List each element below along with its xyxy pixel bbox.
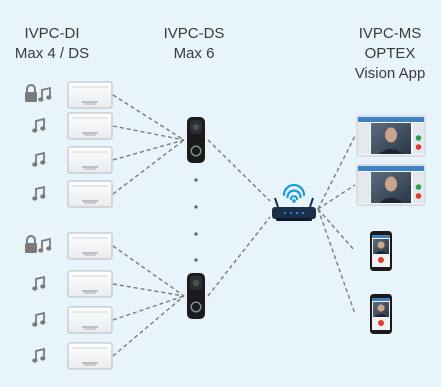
di-title-line1: IVPC-DI — [24, 25, 80, 42]
hangup-button — [378, 320, 384, 326]
answer-button — [415, 184, 422, 190]
caller-face — [385, 176, 397, 192]
indoor-unit — [67, 146, 113, 174]
indoor-unit — [67, 81, 113, 109]
indoor-unit — [67, 232, 113, 260]
music-note-icon — [32, 311, 46, 327]
call-button — [190, 301, 202, 313]
indoor-unit-body — [67, 180, 113, 208]
di-column-title: IVPC-DI Max 4 / DS — [6, 24, 98, 64]
dashed-connector — [112, 295, 185, 321]
caller-body — [379, 198, 403, 203]
wifi-icon — [282, 183, 306, 203]
app-header-bar — [372, 235, 390, 238]
ellipsis-dot — [194, 178, 198, 182]
indoor-unit-body — [67, 146, 113, 174]
dashed-connector — [207, 139, 271, 202]
caller-body — [379, 149, 403, 154]
camera-lens — [192, 123, 200, 131]
ms-title-line3: Vision App — [354, 65, 426, 82]
dashed-connector — [112, 94, 185, 141]
router — [272, 197, 316, 221]
indoor-unit — [67, 180, 113, 208]
music-note-icon — [32, 151, 46, 167]
call-button — [190, 145, 202, 157]
indoor-unit-body — [67, 270, 113, 298]
side-panel — [358, 123, 370, 154]
caller-body — [375, 251, 387, 254]
app-header-bar — [358, 117, 424, 122]
caller-face — [385, 127, 397, 143]
caller-body — [375, 314, 387, 317]
dashed-connector — [317, 135, 356, 210]
monitor-app-screen — [356, 164, 426, 206]
antenna — [274, 197, 279, 208]
dashed-connector — [112, 139, 185, 195]
music-note-icon — [32, 347, 46, 363]
music-note-icon — [32, 185, 46, 201]
ds-column-title: IVPC-DS Max 6 — [148, 24, 240, 64]
dashed-connector — [317, 208, 356, 315]
dashed-connector — [207, 216, 271, 297]
dashed-connector — [112, 139, 185, 161]
dashed-connector — [317, 208, 356, 252]
door-station — [187, 117, 205, 163]
ms-title-line2: OPTEX — [364, 45, 416, 62]
ds-title-line1: IVPC-DS — [163, 25, 225, 42]
antenna — [309, 197, 314, 208]
indoor-unit — [67, 342, 113, 370]
door-station — [187, 273, 205, 319]
dashed-connector — [112, 245, 185, 297]
hangup-button — [415, 144, 422, 150]
app-header-bar — [358, 166, 424, 171]
ds-title-line2: Max 6 — [173, 45, 215, 62]
hangup-button — [415, 193, 422, 199]
ms-column-title: IVPC-MS OPTEX Vision App — [340, 24, 440, 84]
music-note-icon — [32, 275, 46, 291]
indoor-unit — [67, 306, 113, 334]
caller-face — [377, 241, 385, 249]
dashed-connector — [112, 283, 185, 297]
side-panel — [358, 172, 370, 203]
group-bottom — [67, 232, 113, 370]
indoor-unit-body — [67, 306, 113, 334]
indoor-unit — [67, 270, 113, 298]
answer-button — [415, 135, 422, 141]
connector-lines — [112, 94, 356, 357]
lock-icon — [25, 84, 37, 102]
indoor-unit-body — [67, 81, 113, 109]
camera-lens — [192, 279, 200, 287]
music-note-icon — [38, 237, 52, 253]
phone-app-screen — [370, 231, 392, 271]
dashed-connector — [317, 184, 356, 210]
ms-title-line1: IVPC-MS — [358, 25, 422, 42]
monitor-app-screen — [356, 115, 426, 157]
indoor-unit — [67, 112, 113, 140]
ellipsis-dot — [194, 232, 198, 236]
indoor-unit-body — [67, 112, 113, 140]
music-note-icon — [38, 86, 52, 102]
ellipsis-dot — [194, 205, 198, 209]
dashed-connector — [112, 295, 185, 357]
ellipsis-dot — [194, 258, 198, 262]
music-note-icon — [32, 117, 46, 133]
group-top — [67, 81, 113, 208]
router-body — [272, 207, 316, 219]
lock-icon — [25, 235, 37, 253]
dashed-connector — [112, 125, 185, 141]
hangup-button — [378, 257, 384, 263]
phone-app-screen — [370, 294, 392, 334]
caller-face — [377, 304, 385, 312]
di-title-line2: Max 4 / DS — [14, 45, 90, 62]
indoor-unit-body — [67, 342, 113, 370]
indoor-unit-body — [67, 232, 113, 260]
app-header-bar — [372, 298, 390, 301]
